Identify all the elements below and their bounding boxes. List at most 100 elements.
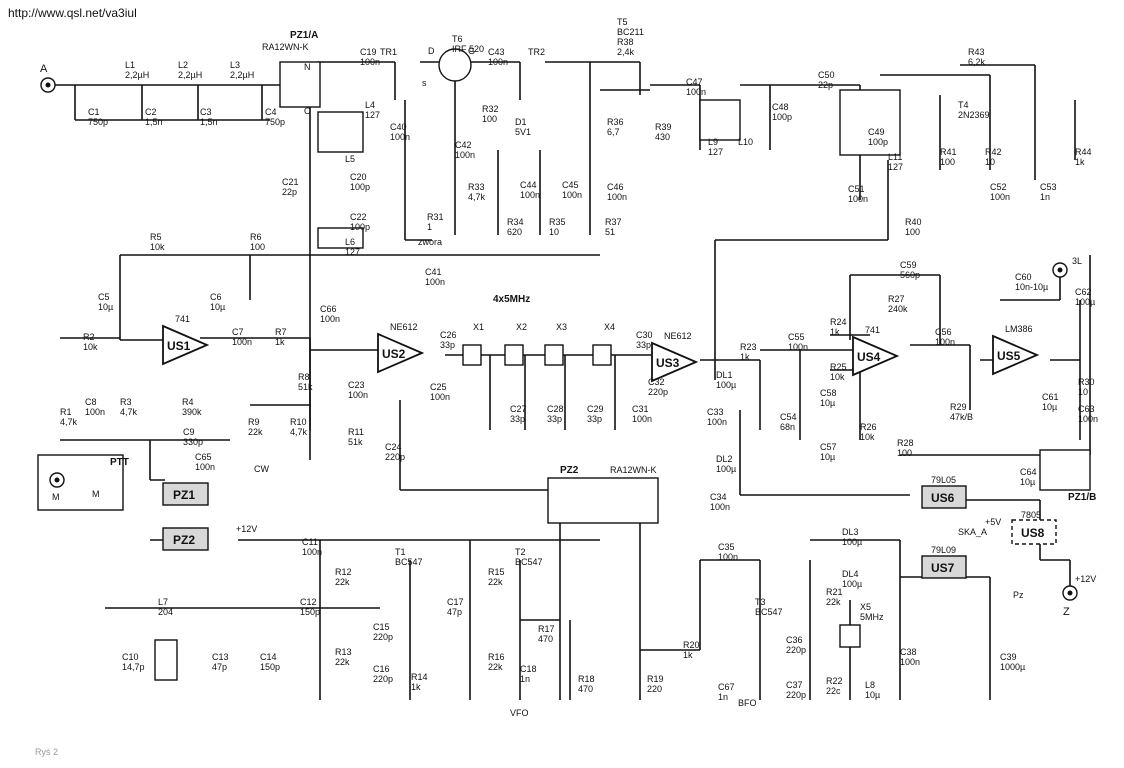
component-value: 10k — [860, 432, 875, 442]
component-ref: C61 — [1042, 392, 1059, 402]
component-ref: C11 — [302, 537, 318, 547]
component-ref: C28 — [547, 404, 564, 414]
component-value: 100n — [562, 190, 582, 200]
component-ref: C39 — [1000, 652, 1017, 662]
component-l10: L10 — [738, 137, 753, 147]
component-ref: C47 — [686, 77, 703, 87]
irf-s-label: s — [422, 78, 427, 88]
component-ref: C38 — [900, 647, 917, 657]
component-value: 127 — [888, 162, 903, 172]
component-tr1: TR1 — [380, 47, 397, 57]
component-ref: C9 — [183, 427, 195, 437]
component-value: 1,5n — [200, 117, 218, 127]
component-ref: R17 — [538, 624, 555, 634]
component-ref: X1 — [473, 322, 484, 332]
component-value: 14,7p — [122, 662, 145, 672]
component-ref: TR2 — [528, 47, 545, 57]
component-ref: T3 — [755, 597, 766, 607]
component-value: 10 — [1078, 387, 1088, 397]
component-l2: L22,2µH — [178, 60, 202, 80]
component-value: 1k — [1075, 157, 1085, 167]
component-value: 51 — [605, 227, 615, 237]
component-ref: C58 — [820, 388, 837, 398]
component-ref: R22 — [826, 676, 843, 686]
reg-us6-body — [921, 485, 967, 509]
component-ref: C46 — [607, 182, 624, 192]
component-ref: C65 — [195, 452, 212, 462]
component-value: 2,4k — [617, 47, 635, 57]
component-ref: L5 — [345, 154, 355, 164]
component-ref: C55 — [788, 332, 805, 342]
component-value: 22c — [826, 686, 841, 696]
signature: Ryś 2 — [35, 747, 58, 757]
relay-pz1a-type: RA12WN-K — [262, 42, 309, 52]
component-ref: R24 — [830, 317, 847, 327]
component-ref: C56 — [935, 327, 952, 337]
component-ref: L3 — [230, 60, 240, 70]
component-ref: L4 — [365, 100, 375, 110]
component-value: 2,2µH — [230, 70, 254, 80]
component-value: 4,7k — [60, 417, 78, 427]
component-ref: C29 — [587, 404, 604, 414]
component-value: 2,2µH — [125, 70, 149, 80]
component-ref: R2 — [83, 332, 95, 342]
component-value: 47k/B — [950, 412, 973, 422]
component-ref: C1 — [88, 107, 100, 117]
component-l3: L32,2µH — [230, 60, 254, 80]
reg-us7-body — [921, 555, 967, 579]
component-ref: R19 — [647, 674, 664, 684]
component-ref: R23 — [740, 342, 757, 352]
component-ref: R27 — [888, 294, 905, 304]
ic-type: NE612 — [390, 322, 418, 332]
component-ref: R25 — [830, 362, 847, 372]
component-ref: C49 — [868, 127, 885, 137]
relay-pz1a-label: PZ1/A — [290, 30, 318, 41]
reg-type: 79L05 — [931, 475, 956, 485]
component-value: 150p — [260, 662, 280, 672]
filter-title: 4x5MHz — [493, 294, 530, 305]
ska-label: SKA_A — [958, 527, 987, 537]
component-ref: L6 — [345, 237, 355, 247]
component-value: 4,7k — [120, 407, 138, 417]
component-value: 51k — [298, 382, 313, 392]
component-ref: L2 — [178, 60, 188, 70]
component-value: 204 — [158, 607, 173, 617]
component-ref: C62 — [1075, 287, 1092, 297]
component-value: 100n — [488, 57, 508, 67]
component-ref: R1 — [60, 407, 72, 417]
component-ref: C41 — [425, 267, 442, 277]
component-ref: D1 — [515, 117, 527, 127]
component-value: 4,7k — [290, 427, 308, 437]
component-value: 1k — [411, 682, 421, 692]
component-value: 33p — [547, 414, 562, 424]
component-value: 6,7 — [607, 127, 620, 137]
plus12-label: +12V — [236, 524, 257, 534]
component-ref: R40 — [905, 217, 922, 227]
connector-a-label: A — [40, 63, 48, 75]
component-ref: C22 — [350, 212, 367, 222]
component-value: 127 — [345, 247, 360, 257]
